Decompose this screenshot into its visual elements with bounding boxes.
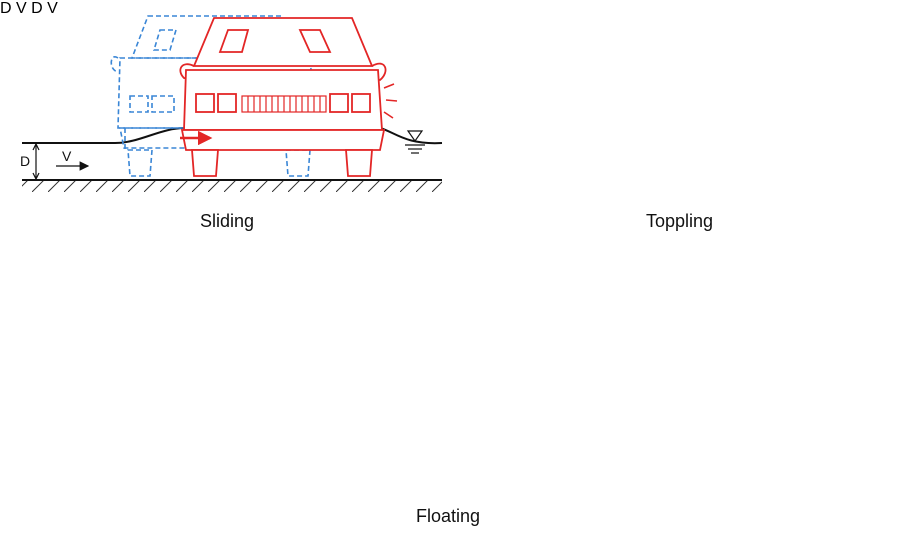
- impact-marks: [383, 83, 398, 119]
- ground-line: D V: [31, 0, 58, 17]
- sliding-panel: D V: [20, 15, 443, 192]
- depth-dimension: [32, 142, 40, 181]
- ground-hatch: D V: [31, 0, 58, 17]
- water-surface: D V: [0, 0, 31, 17]
- velocity-label: V: [16, 0, 27, 17]
- depth-label: D: [20, 153, 30, 169]
- ground-line: D V: [0, 0, 31, 17]
- toppling-caption: Toppling: [646, 211, 714, 231]
- depth-label: D: [31, 0, 43, 17]
- water-surface: D V: [31, 0, 58, 17]
- sliding-caption: Sliding: [200, 211, 255, 231]
- ground-hatch: D V: [0, 0, 31, 17]
- velocity-label: V: [62, 148, 72, 164]
- velocity-label: V: [47, 0, 58, 17]
- floating-caption: Floating: [416, 506, 481, 526]
- displaced-vehicle: [179, 17, 387, 177]
- water-level-symbol: [405, 130, 425, 154]
- ground-hatch: [22, 180, 442, 192]
- floating-panel: D V: [31, 0, 58, 17]
- depth-label: D: [0, 0, 12, 17]
- toppling-panel: D V: [0, 0, 31, 17]
